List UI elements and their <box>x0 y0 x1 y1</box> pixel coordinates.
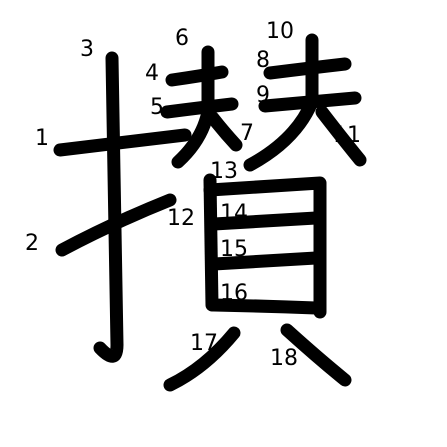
stroke-number: 14 <box>220 201 248 226</box>
stroke-number: 2 <box>25 231 39 256</box>
stroke-number: 8 <box>256 48 270 73</box>
stroke-number: 10 <box>266 19 294 44</box>
stroke-number: 17 <box>190 331 218 356</box>
stroke-number: 6 <box>175 26 189 51</box>
stroke-number: 15 <box>220 237 248 262</box>
stroke-number: 3 <box>80 37 94 62</box>
stroke-15 <box>207 251 323 271</box>
stroke-18 <box>280 323 352 387</box>
stroke-16 <box>207 298 323 315</box>
stroke-number: 5 <box>150 95 164 120</box>
stroke-13 <box>203 176 327 319</box>
stroke-number: 1 <box>35 126 49 151</box>
stroke-number: 11 <box>333 123 361 148</box>
stroke-4 <box>165 65 229 87</box>
stroke-10 <box>243 33 319 172</box>
stroke-1 <box>53 128 192 157</box>
stroke-number: 18 <box>270 346 298 371</box>
stroke-3 <box>93 51 124 363</box>
stroke-number: 7 <box>240 121 254 146</box>
stroke-number: 16 <box>220 281 248 306</box>
stroke-number: 13 <box>210 159 238 184</box>
stroke-17 <box>163 326 241 392</box>
stroke-6 <box>171 45 215 169</box>
stroke-5 <box>160 97 239 119</box>
stroke-number: 4 <box>145 61 159 86</box>
stroke-number: 12 <box>167 206 195 231</box>
stroke-12 <box>203 173 219 312</box>
stroke-14 <box>207 211 323 231</box>
stroke-7 <box>206 111 243 152</box>
stroke-number: 9 <box>256 83 270 108</box>
stroke-11 <box>315 105 367 167</box>
